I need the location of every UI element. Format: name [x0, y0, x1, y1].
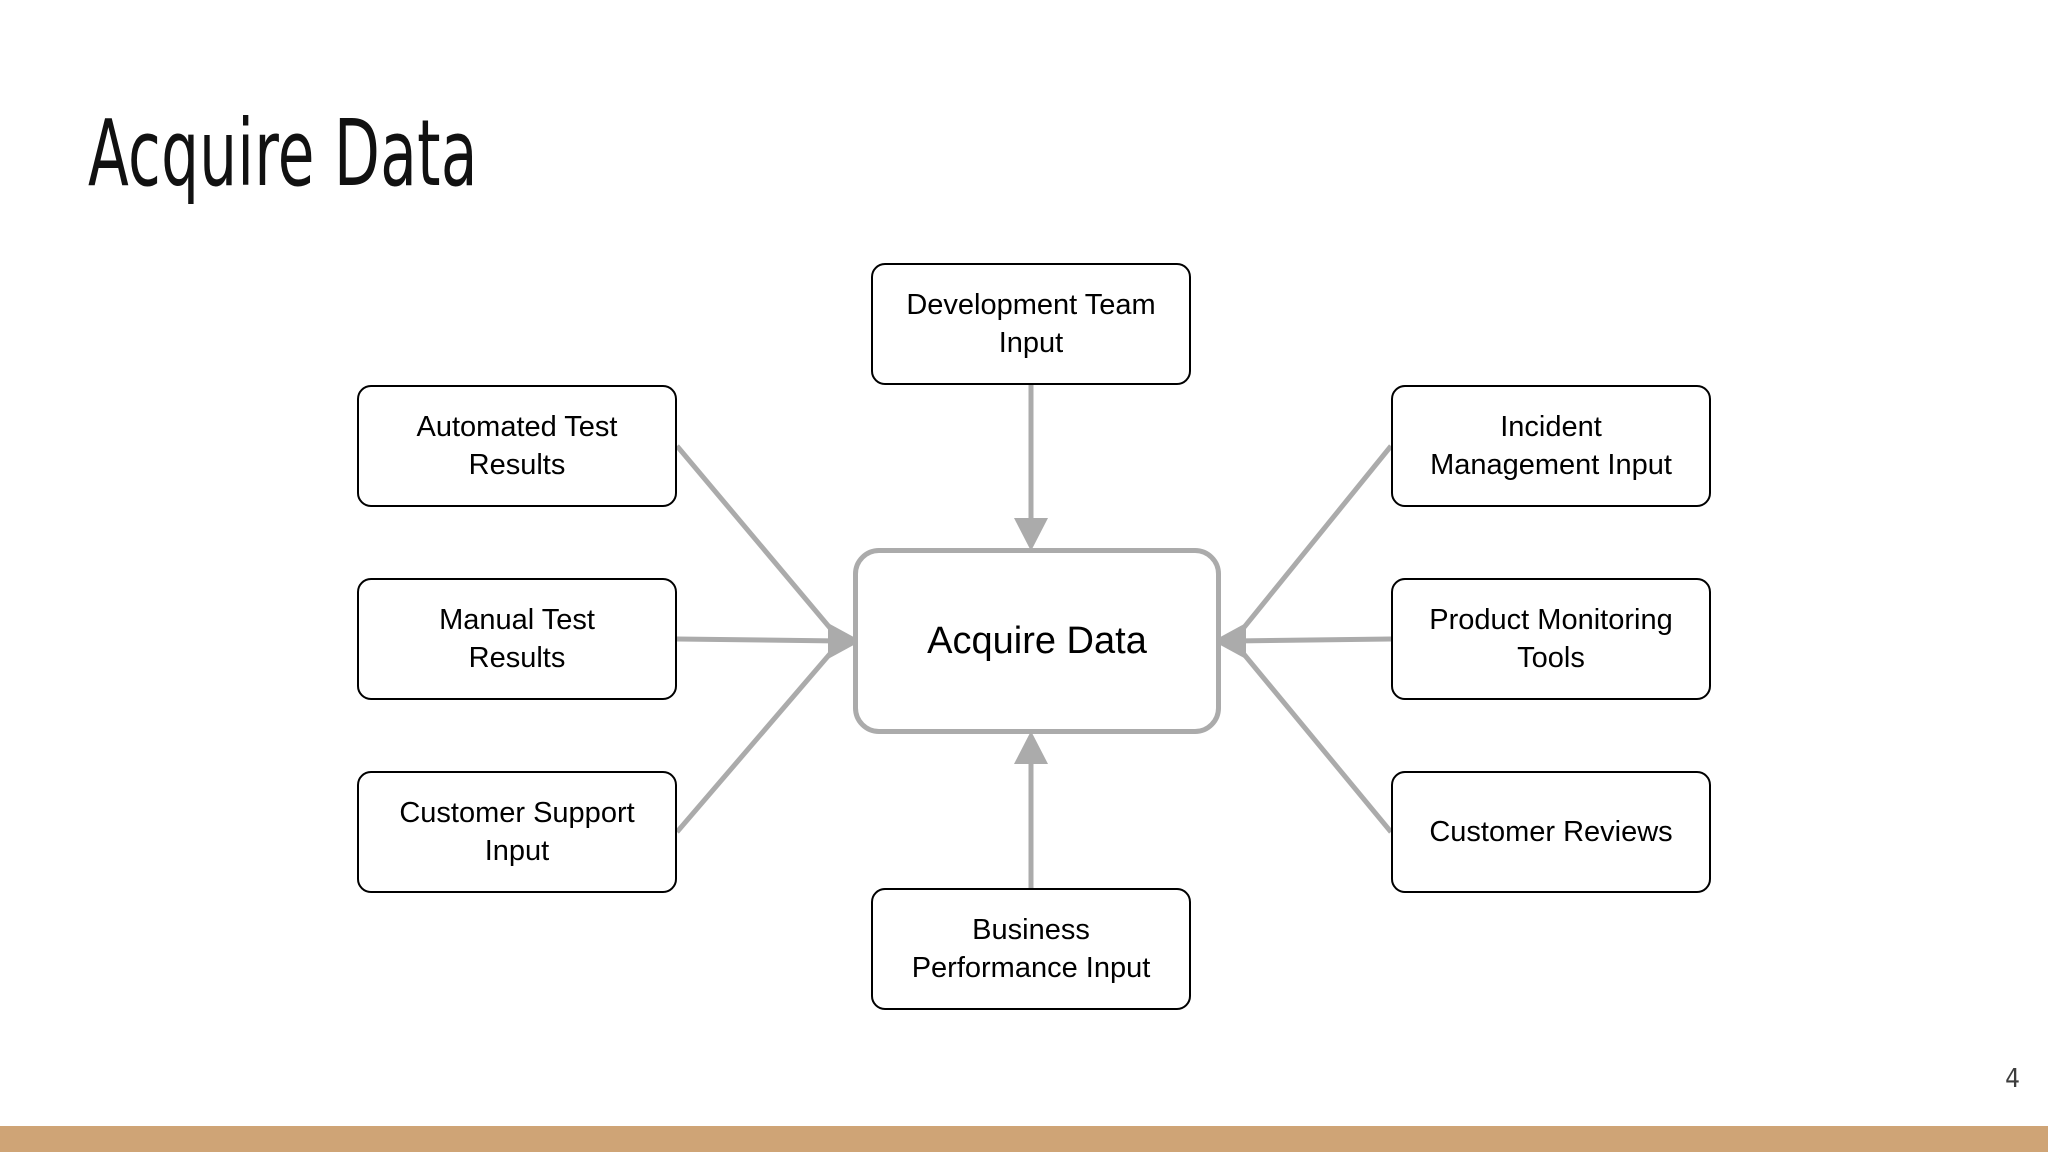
node-customer-reviews[interactable]: Customer Reviews [1391, 771, 1711, 893]
node-label: Acquire Data [927, 619, 1147, 662]
node-business-performance-input[interactable]: Business Performance Input [871, 888, 1191, 1010]
connector-product-monitoring-tools [1232, 636, 1392, 644]
node-label: Product Monitoring Tools [1429, 603, 1673, 674]
node-automated-test-results[interactable]: Automated Test Results [357, 385, 677, 507]
connector-automated-test-results [675, 444, 843, 643]
node-acquire-data-center[interactable]: Acquire Data [853, 548, 1221, 734]
connector-incident-management-input [1231, 444, 1393, 643]
footer-accent-bar [0, 1126, 2048, 1152]
node-development-team-input[interactable]: Development Team Input [871, 263, 1191, 385]
node-label: Incident Management Input [1430, 410, 1672, 481]
node-customer-support-input[interactable]: Customer Support Input [357, 771, 677, 893]
page-number: 4 [2005, 1064, 2020, 1094]
arrowhead-bottom [1014, 731, 1048, 764]
node-label: Automated Test Results [416, 410, 618, 481]
node-label: Business Performance Input [911, 913, 1151, 984]
node-label: Manual Test Results [439, 603, 595, 674]
node-label: Customer Support Input [399, 796, 635, 867]
node-label: Customer Reviews [1429, 815, 1673, 848]
connector-customer-reviews [1231, 639, 1393, 834]
arrowhead-top [1014, 518, 1048, 551]
connector-manual-test-results [676, 636, 842, 644]
page-title: Acquire Data [88, 100, 478, 207]
node-label: Development Team Input [906, 288, 1156, 359]
node-manual-test-results[interactable]: Manual Test Results [357, 578, 677, 700]
node-incident-management-input[interactable]: Incident Management Input [1391, 385, 1711, 507]
connector-customer-support-input [675, 639, 843, 834]
node-product-monitoring-tools[interactable]: Product Monitoring Tools [1391, 578, 1711, 700]
